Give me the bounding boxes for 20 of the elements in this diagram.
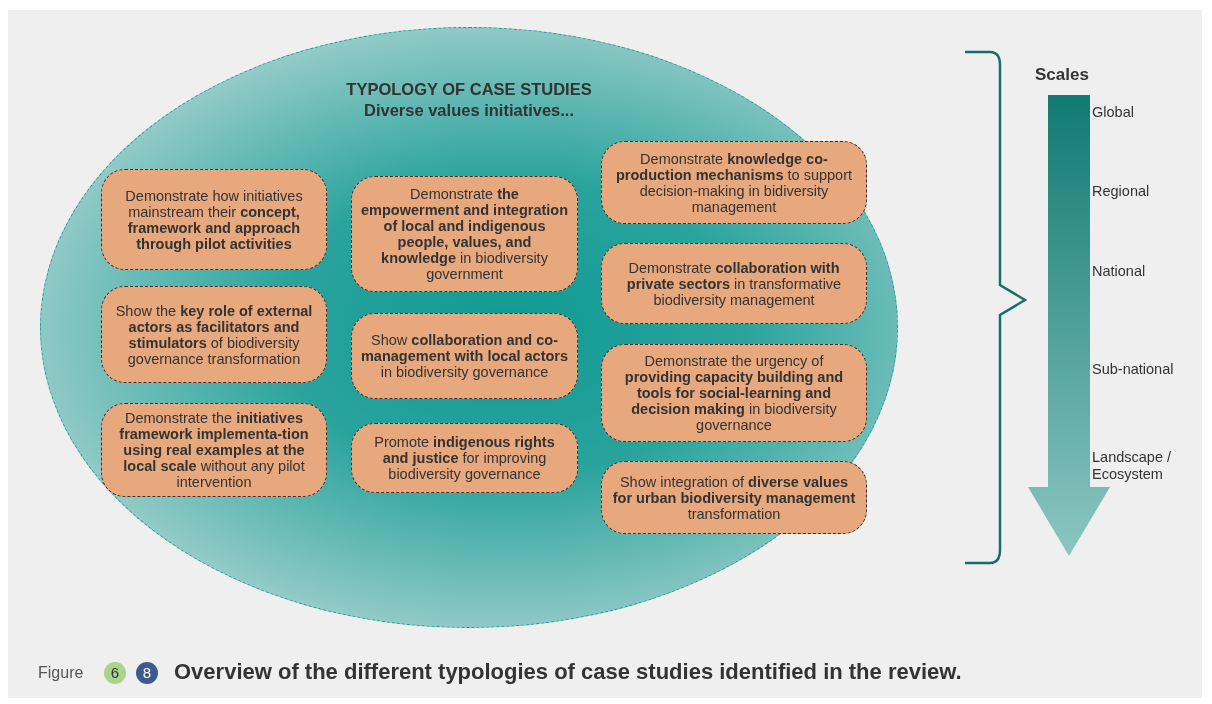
subheading: Diverse values initiatives... — [364, 101, 574, 120]
typology-box: Demonstrate how initiatives mainstream their concept, framework and approach through pilot activities — [101, 169, 327, 270]
typology-box: Demonstrate the empowerment and integration of local and indigenous people, values, and knowledge in biodiversity government — [351, 176, 578, 292]
typology-box: Demonstrate knowledge co-production mechanisms to support decision-making in bidiversity management — [601, 141, 867, 224]
scale-label: Sub-national — [1092, 361, 1174, 378]
scale-label: Global — [1092, 104, 1134, 121]
typology-box: Demonstrate collaboration with private sectors in transformative biodiversity management — [601, 243, 867, 324]
typology-box: Show collaboration and co-management with local actors in biodiversity governance — [351, 313, 578, 399]
figure-label: Figure — [38, 664, 84, 681]
scale-label: Landscape / Ecosystem — [1092, 449, 1172, 483]
scales-heading: Scales — [1035, 66, 1089, 83]
scale-label: Regional — [1092, 183, 1150, 200]
heading: TYPOLOGY OF CASE STUDIES — [346, 80, 592, 99]
caption: Overview of the different typologies of case studies identified in the review. — [174, 659, 962, 685]
typology-box: Demonstrate the initiatives framework implementa-tion using real examples at the local scale without any pilot intervention — [101, 403, 327, 497]
typology-box: Show integration of diverse values for urban biodiversity management transformation — [601, 461, 867, 534]
scale-label: National — [1092, 263, 1146, 280]
typology-box: Demonstrate the urgency of providing capacity building and tools for social-learning and decision making in biodiversity governance — [601, 344, 867, 442]
typology-box: Promote indigenous rights and justice for improving biodiversity governance — [351, 423, 578, 493]
typology-box: Show the key role of external actors as facilitators and stimulators of biodiversity governance transformation — [101, 286, 327, 383]
